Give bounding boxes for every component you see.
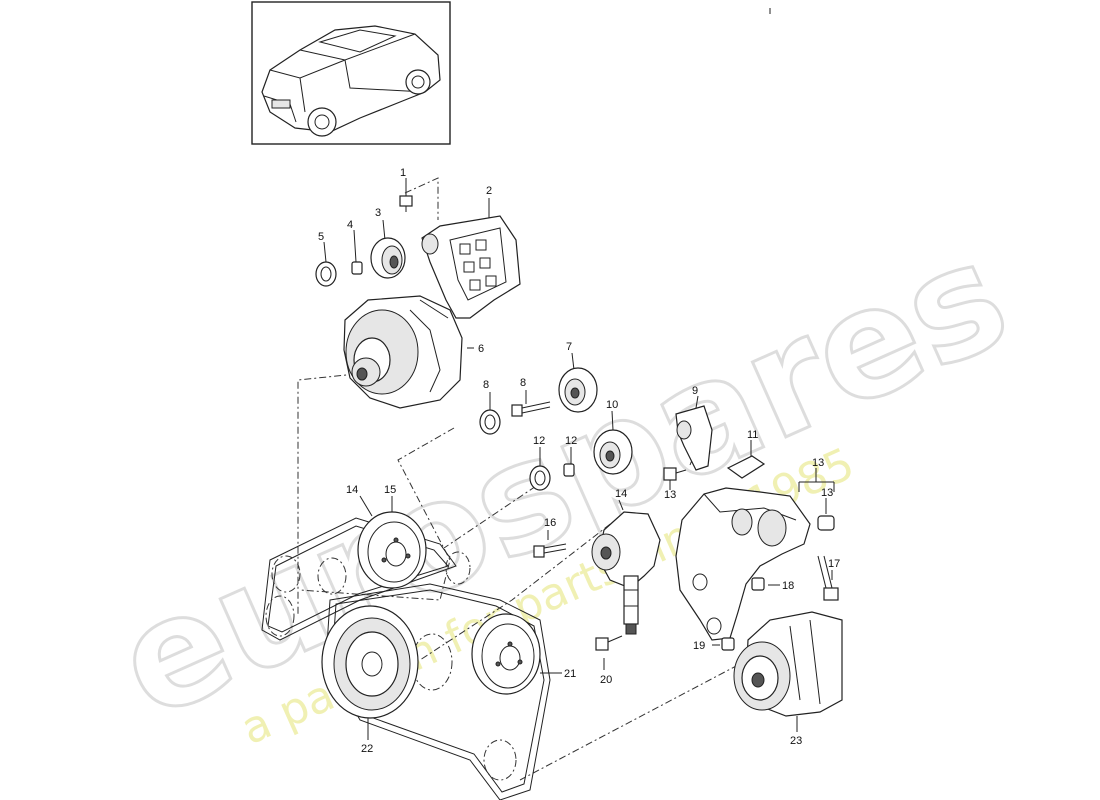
label-8-upper: 18: [782, 580, 794, 592]
bolt-15: [511, 401, 551, 417]
label-12-top: 4: [347, 219, 353, 231]
label-17: 13: [664, 489, 676, 501]
label-18: 14: [346, 484, 358, 496]
label-8-lower: 19: [693, 640, 705, 652]
crank-pulley-23: [321, 605, 419, 719]
pulley-11: [370, 237, 406, 279]
compressor-bracket-4: [675, 487, 811, 641]
label-4: 13: [812, 457, 824, 469]
label-13-top: 5: [318, 231, 324, 243]
label-21: 23: [790, 735, 802, 747]
label-10: 1: [400, 167, 406, 179]
seal-13-lower: [529, 465, 551, 491]
bolt-3: [595, 635, 623, 651]
label-9: 2: [486, 185, 492, 197]
tensioner-1: [591, 511, 661, 635]
label-13-mid: 8: [483, 379, 489, 391]
seal-13-mid: [479, 409, 501, 435]
car-suv-icon: [261, 25, 441, 137]
ac-compressor-21: [733, 611, 843, 717]
alternator-19: [343, 295, 463, 409]
bolt-7: [817, 555, 839, 601]
label-14-upper: 7: [566, 341, 572, 353]
label-7: 17: [828, 558, 840, 570]
label-16: 9: [692, 385, 698, 397]
assembly-lines: [297, 177, 739, 781]
label-15: 8: [520, 377, 526, 389]
label-23: 22: [361, 743, 373, 755]
bolt-10: [399, 195, 413, 212]
bolt-17: [663, 467, 687, 481]
label-1: 14: [615, 488, 627, 500]
label-11: 3: [375, 207, 381, 219]
thumbnail-frame: [251, 1, 451, 145]
seal-13-top: [315, 261, 337, 287]
label-22: 21: [564, 668, 576, 680]
watermark: eurospares a passion for parts since 198…: [92, 207, 1032, 755]
washer-12-lower: [563, 463, 575, 477]
gasket-6: [726, 455, 766, 479]
pulley-22: [471, 613, 541, 695]
watermark-brand: eurospares: [94, 208, 1031, 753]
bolt-2: [533, 543, 567, 558]
sleeve-8-lower: [721, 637, 735, 651]
part-labels: 1 2 3 4 5 6 7 8 8 9 10 11 12 12 13 13 13…: [318, 167, 840, 755]
label-14-lower: 10: [606, 399, 618, 411]
label-12-lower: 12: [565, 435, 577, 447]
idler-pulley-14-lower: [593, 429, 633, 475]
washer-12-top: [351, 261, 363, 275]
label-20: 15: [384, 484, 396, 496]
sleeve-8-upper: [751, 577, 765, 591]
sleeve-5: [817, 515, 835, 531]
label-13-lower: 12: [533, 435, 545, 447]
bracket-16: [675, 405, 713, 471]
bracket-9: [421, 215, 521, 319]
label-2: 16: [544, 517, 556, 529]
label-5: 13: [821, 487, 833, 499]
label-3: 20: [600, 674, 612, 686]
label-19: 6: [478, 343, 484, 355]
idler-pulley-14-upper: [558, 367, 598, 413]
label-6: 11: [747, 429, 758, 441]
pulley-20: [357, 511, 427, 589]
